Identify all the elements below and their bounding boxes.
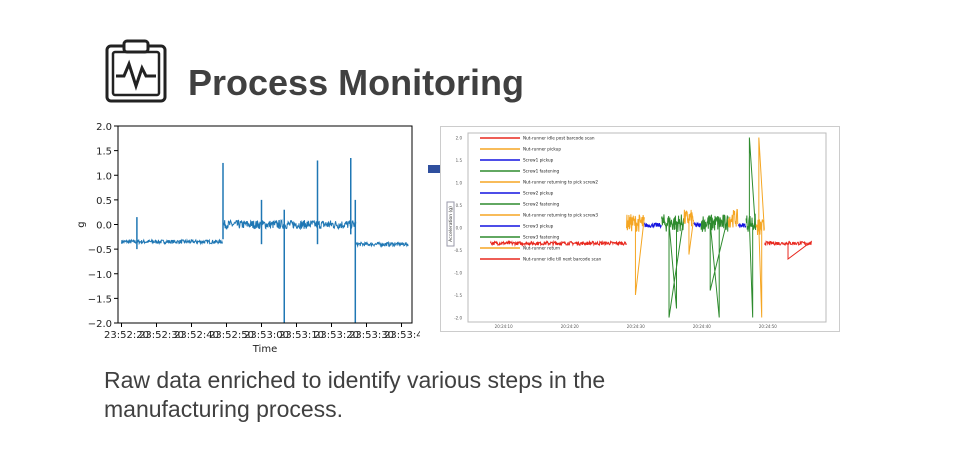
y-axis-label-box: [446, 201, 455, 247]
series-line: [764, 240, 812, 260]
signal-line: [222, 218, 357, 231]
x-tick-label: 20:24:20: [561, 324, 579, 329]
x-tick-label: 23:53:30: [349, 330, 394, 341]
series-line: [693, 221, 702, 228]
series-line: [737, 223, 747, 229]
y-axis-label: Acceleration (g): [448, 206, 454, 242]
series-line: [727, 208, 739, 228]
x-tick-label: 23:52:50: [209, 330, 254, 341]
plot-frame: [467, 132, 827, 323]
legend-label: Screw1 fastening: [523, 169, 559, 174]
y-tick-label: 0.5: [456, 203, 463, 208]
x-tick-label: 23:52:30: [139, 330, 184, 341]
x-tick-label: 20:24:50: [759, 324, 777, 329]
legend-label: Nut-runner idle post barcode scan: [523, 136, 595, 141]
legend-label: Nut-runner return: [523, 246, 560, 251]
y-tick-label: -1.5: [454, 293, 462, 298]
legend-label: Nut-runner idle till next barcode scan: [523, 257, 602, 262]
series-line: [661, 214, 685, 318]
y-tick-label: 1.0: [96, 171, 112, 182]
series-line: [626, 214, 645, 296]
y-tick-label: -1.0: [454, 271, 462, 276]
series-line: [683, 209, 694, 255]
legend-label: Screw2 fastening: [523, 202, 559, 207]
y-tick-label: -2.0: [454, 316, 462, 321]
y-tick-label: 1.5: [456, 158, 463, 163]
series-line: [700, 214, 729, 318]
signal-line: [121, 238, 224, 246]
y-tick-label: −0.5: [88, 245, 112, 256]
series-line: [755, 137, 765, 318]
raw-acceleration-chart: 2.01.51.00.50.0−0.5−1.0−1.5−2.023:52:202…: [76, 122, 420, 355]
y-tick-label: 1.5: [96, 147, 112, 158]
x-tick-label: 23:53:20: [314, 330, 359, 341]
y-tick-label: 0.0: [456, 226, 463, 231]
series-line: [745, 137, 757, 318]
y-tick-label: 0.0: [96, 221, 112, 232]
y-tick-label: 2.0: [456, 136, 463, 141]
x-tick-label: 20:24:40: [693, 324, 711, 329]
caption: Raw data enriched to identify various st…: [104, 367, 606, 422]
y-tick-label: −1.5: [88, 294, 112, 305]
legend-label: Nut-runner returning to pick screw3: [523, 213, 598, 218]
y-tick-label: 1.0: [456, 181, 463, 186]
y-tick-label: −1.0: [88, 270, 112, 281]
legend-label: Screw1 pickup: [523, 158, 554, 163]
signal-line: [355, 240, 409, 249]
y-tick-label: -0.5: [454, 248, 462, 253]
x-tick-label: 23:53:10: [279, 330, 324, 341]
x-axis-label: Time: [252, 344, 277, 355]
y-axis-label: g: [76, 221, 87, 227]
y-tick-label: −2.0: [88, 319, 112, 330]
y-tick-label: 0.5: [96, 196, 112, 207]
x-tick-label: 23:53:40: [384, 330, 420, 341]
legend-label: Nut-runner returning to pick screw2: [523, 180, 598, 185]
y-tick-label: 2.0: [96, 122, 112, 133]
x-tick-label: 20:24:30: [627, 324, 645, 329]
enriched-acceleration-chart: 2.0 1.5 1.0 0.5 0.0 -0.5 -1.0 -1.5 -2.0 20:24:10 2…: [440, 126, 840, 332]
clipboard-pulse-icon: [104, 38, 168, 109]
series-line: [489, 239, 627, 247]
legend-label: Screw3 pickup: [523, 224, 554, 229]
chart-border: [440, 126, 840, 332]
x-tick-label: 20:24:10: [495, 324, 513, 329]
x-tick-label: 23:52:40: [174, 330, 219, 341]
legend-label: Screw3 fastening: [523, 235, 559, 240]
x-tick-label: 23:53:00: [244, 330, 289, 341]
legend-label: Nut-runner pickup: [523, 147, 561, 152]
series-line: [643, 221, 662, 229]
page-title: Process Monitoring: [188, 62, 525, 103]
legend-label: Screw2 pickup: [523, 191, 554, 196]
x-tick-label: 23:52:20: [104, 330, 149, 341]
